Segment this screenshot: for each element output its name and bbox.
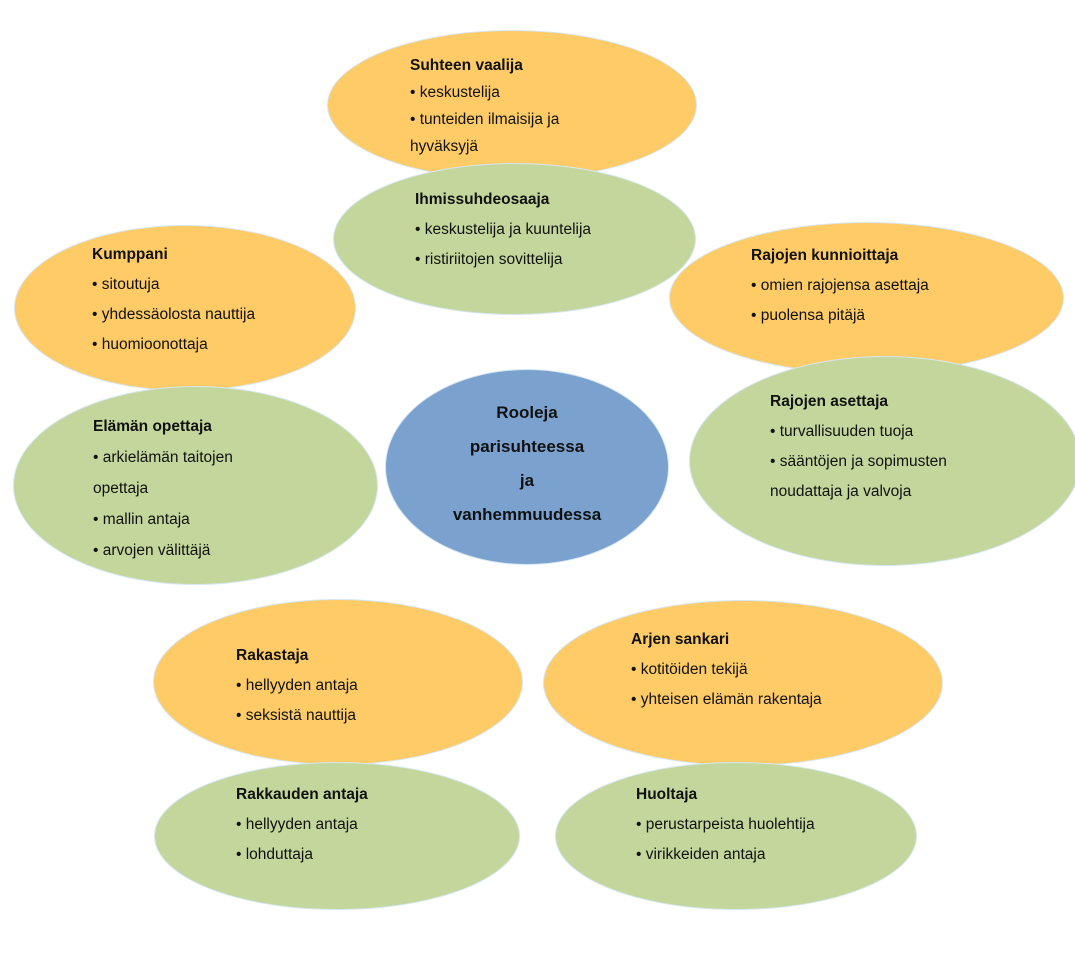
role-title: Elämän opettaja [93, 418, 212, 435]
role-item: lohduttaja [236, 840, 368, 870]
center-oval [385, 369, 669, 565]
role-item: puolensa pitäjä [751, 301, 929, 331]
role-text-huoltaja: Huoltaja perustarpeista huolehtija virik… [636, 780, 815, 870]
role-item: mallin antaja [93, 504, 233, 535]
role-item: arkielämän taitojen [93, 442, 233, 473]
role-item: keskustelija ja kuuntelija [415, 215, 591, 245]
role-item: arvojen välittäjä [93, 535, 233, 566]
role-title: Ihmissuhdeosaaja [415, 191, 550, 208]
role-item: yhdessäolosta nauttija [92, 300, 255, 330]
role-item: sitoutuja [92, 270, 255, 300]
center-line: ja [519, 471, 535, 490]
role-item: ristiriitojen sovittelija [415, 245, 591, 275]
role-text-rajojen-asettaja: Rajojen asettaja turvallisuuden tuoja sä… [770, 387, 947, 507]
role-text-ihmissuhdeosaaja: Ihmissuhdeosaaja keskustelija ja kuuntel… [415, 185, 591, 275]
center-title: Rooleja parisuhteessa ja vanhemmuudessa [385, 396, 669, 532]
role-item: virikkeiden antaja [636, 840, 815, 870]
role-title: Rajojen kunnioittaja [751, 247, 899, 264]
role-title: Huoltaja [636, 786, 698, 803]
role-text-elaman-opettaja: Elämän opettaja arkielämän taitojen opet… [93, 411, 233, 566]
role-item: kotitöiden tekijä [631, 655, 822, 685]
role-item: turvallisuuden tuoja [770, 417, 947, 447]
role-text-arjen-sankari: Arjen sankari kotitöiden tekijä yhteisen… [631, 625, 822, 715]
role-item: hellyyden antaja [236, 810, 368, 840]
role-item-continuation: noudattaja ja valvoja [770, 483, 912, 500]
role-item-continuation: hyväksyjä [410, 138, 479, 155]
role-item: tunteiden ilmaisija ja [410, 106, 560, 133]
role-title: Kumppani [92, 246, 168, 263]
role-item: perustarpeista huolehtija [636, 810, 815, 840]
center-line: vanhemmuudessa [452, 505, 602, 524]
role-item-continuation: opettaja [93, 480, 149, 497]
center-line: parisuhteessa [469, 437, 585, 456]
role-item: hellyyden antaja [236, 671, 358, 701]
role-title: Suhteen vaalija [410, 57, 523, 74]
role-text-rajojen-kunnioittaja: Rajojen kunnioittaja omien rajojensa ase… [751, 241, 929, 331]
role-text-rakkauden-antaja: Rakkauden antaja hellyyden antaja lohdut… [236, 780, 368, 870]
role-item: sääntöjen ja sopimusten [770, 447, 947, 477]
role-item: yhteisen elämän rakentaja [631, 685, 822, 715]
role-text-kumppani: Kumppani sitoutuja yhdessäolosta nauttij… [92, 240, 255, 360]
center-line: Rooleja [496, 403, 558, 422]
role-title: Arjen sankari [631, 631, 730, 648]
role-title: Rakkauden antaja [236, 786, 368, 803]
role-text-suhteen-vaalija: Suhteen vaalija keskustelija tunteiden i… [410, 52, 559, 160]
role-item: keskustelija [410, 79, 559, 106]
role-title: Rajojen asettaja [770, 393, 889, 410]
role-item: omien rajojensa asettaja [751, 271, 929, 301]
role-title: Rakastaja [236, 647, 309, 664]
role-text-rakastaja: Rakastaja hellyyden antaja seksistä naut… [236, 641, 358, 731]
role-item: huomioonottaja [92, 330, 255, 360]
role-item: seksistä nauttija [236, 701, 358, 731]
